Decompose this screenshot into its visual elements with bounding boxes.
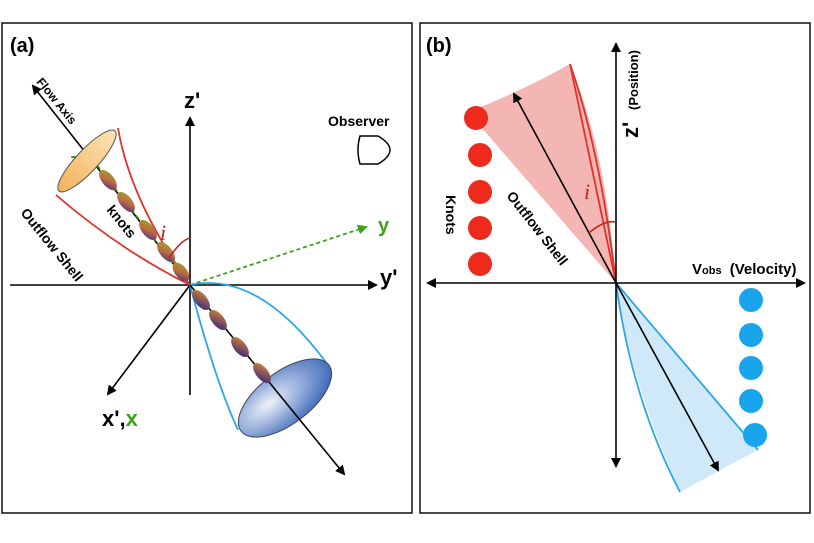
flow-axis-label: Flow Axis bbox=[34, 75, 80, 127]
red-knot bbox=[468, 180, 492, 204]
blue-knot bbox=[739, 323, 763, 347]
red-knot bbox=[468, 143, 492, 167]
knot bbox=[172, 262, 190, 282]
v-obs-sub: obs bbox=[702, 265, 722, 277]
y-green-label: y bbox=[378, 215, 390, 237]
knots-label-b: Knots bbox=[443, 195, 459, 235]
panel-b-label: (b) bbox=[426, 35, 452, 57]
inclination-arc bbox=[168, 237, 191, 259]
red-knot bbox=[464, 106, 488, 130]
observer-label: Observer bbox=[328, 113, 390, 129]
knots-upper bbox=[99, 169, 190, 282]
knot bbox=[231, 336, 249, 358]
x-prime-label: x' bbox=[102, 406, 119, 431]
knot bbox=[253, 362, 271, 384]
blue-knot bbox=[739, 389, 763, 413]
observer-eye-icon bbox=[357, 135, 391, 165]
blue-knots bbox=[739, 288, 767, 447]
flow-axis-red bbox=[513, 92, 617, 284]
inclination-label: i bbox=[160, 220, 166, 245]
panel-b-frame bbox=[419, 22, 811, 514]
z-prime-label-b: z' bbox=[618, 122, 643, 138]
blue-knot bbox=[739, 288, 763, 312]
flow-axis-blue bbox=[615, 282, 719, 472]
z-prime-label: z' bbox=[184, 88, 200, 113]
knot bbox=[209, 309, 227, 331]
red-lobe-cap bbox=[57, 129, 117, 193]
x-axis-label-group: x',x bbox=[102, 406, 139, 431]
outflow-shell-label-a: Outflow Shell bbox=[18, 205, 87, 285]
v-obs-main: V bbox=[692, 261, 702, 278]
red-lobe-fill bbox=[468, 64, 616, 283]
panel-a: (a) Flow Axis z' y' x',x y z bbox=[1, 22, 413, 514]
panel-a-frame bbox=[1, 22, 413, 514]
knot bbox=[117, 191, 135, 213]
blue-knot bbox=[739, 356, 763, 380]
knots-lower bbox=[192, 289, 271, 384]
knot bbox=[192, 289, 210, 311]
v-obs-label-group: Vobs (Velocity) bbox=[692, 261, 796, 278]
x-green-label: x bbox=[126, 406, 139, 431]
knot bbox=[99, 169, 117, 191]
blue-lobe-curve bbox=[615, 282, 681, 493]
blue-knot bbox=[743, 423, 767, 447]
y-green-axis bbox=[189, 224, 368, 286]
red-lobe-curve bbox=[569, 63, 617, 284]
red-knot bbox=[468, 252, 492, 276]
red-knots bbox=[464, 106, 492, 276]
knot bbox=[139, 219, 157, 241]
position-label: (Position) bbox=[626, 50, 641, 110]
red-lobe-edge bbox=[569, 63, 617, 284]
red-knot bbox=[468, 216, 492, 240]
blue-lobe-fill bbox=[616, 283, 758, 492]
panel-b: (b) i z' (Position) Vobs (Velocity) Knot… bbox=[419, 22, 811, 514]
y-prime-label: y' bbox=[380, 265, 397, 290]
velocity-label: (Velocity) bbox=[730, 261, 797, 278]
x-prime-axis bbox=[106, 284, 191, 396]
blue-outflow-lobe bbox=[189, 282, 331, 431]
inclination-arc-b bbox=[588, 220, 617, 234]
x-comma: , bbox=[119, 406, 125, 431]
blue-lobe-cap bbox=[237, 358, 333, 438]
blue-lobe-edge bbox=[615, 282, 759, 451]
inclination-label-b: i bbox=[584, 179, 590, 204]
panel-a-label: (a) bbox=[10, 35, 34, 57]
